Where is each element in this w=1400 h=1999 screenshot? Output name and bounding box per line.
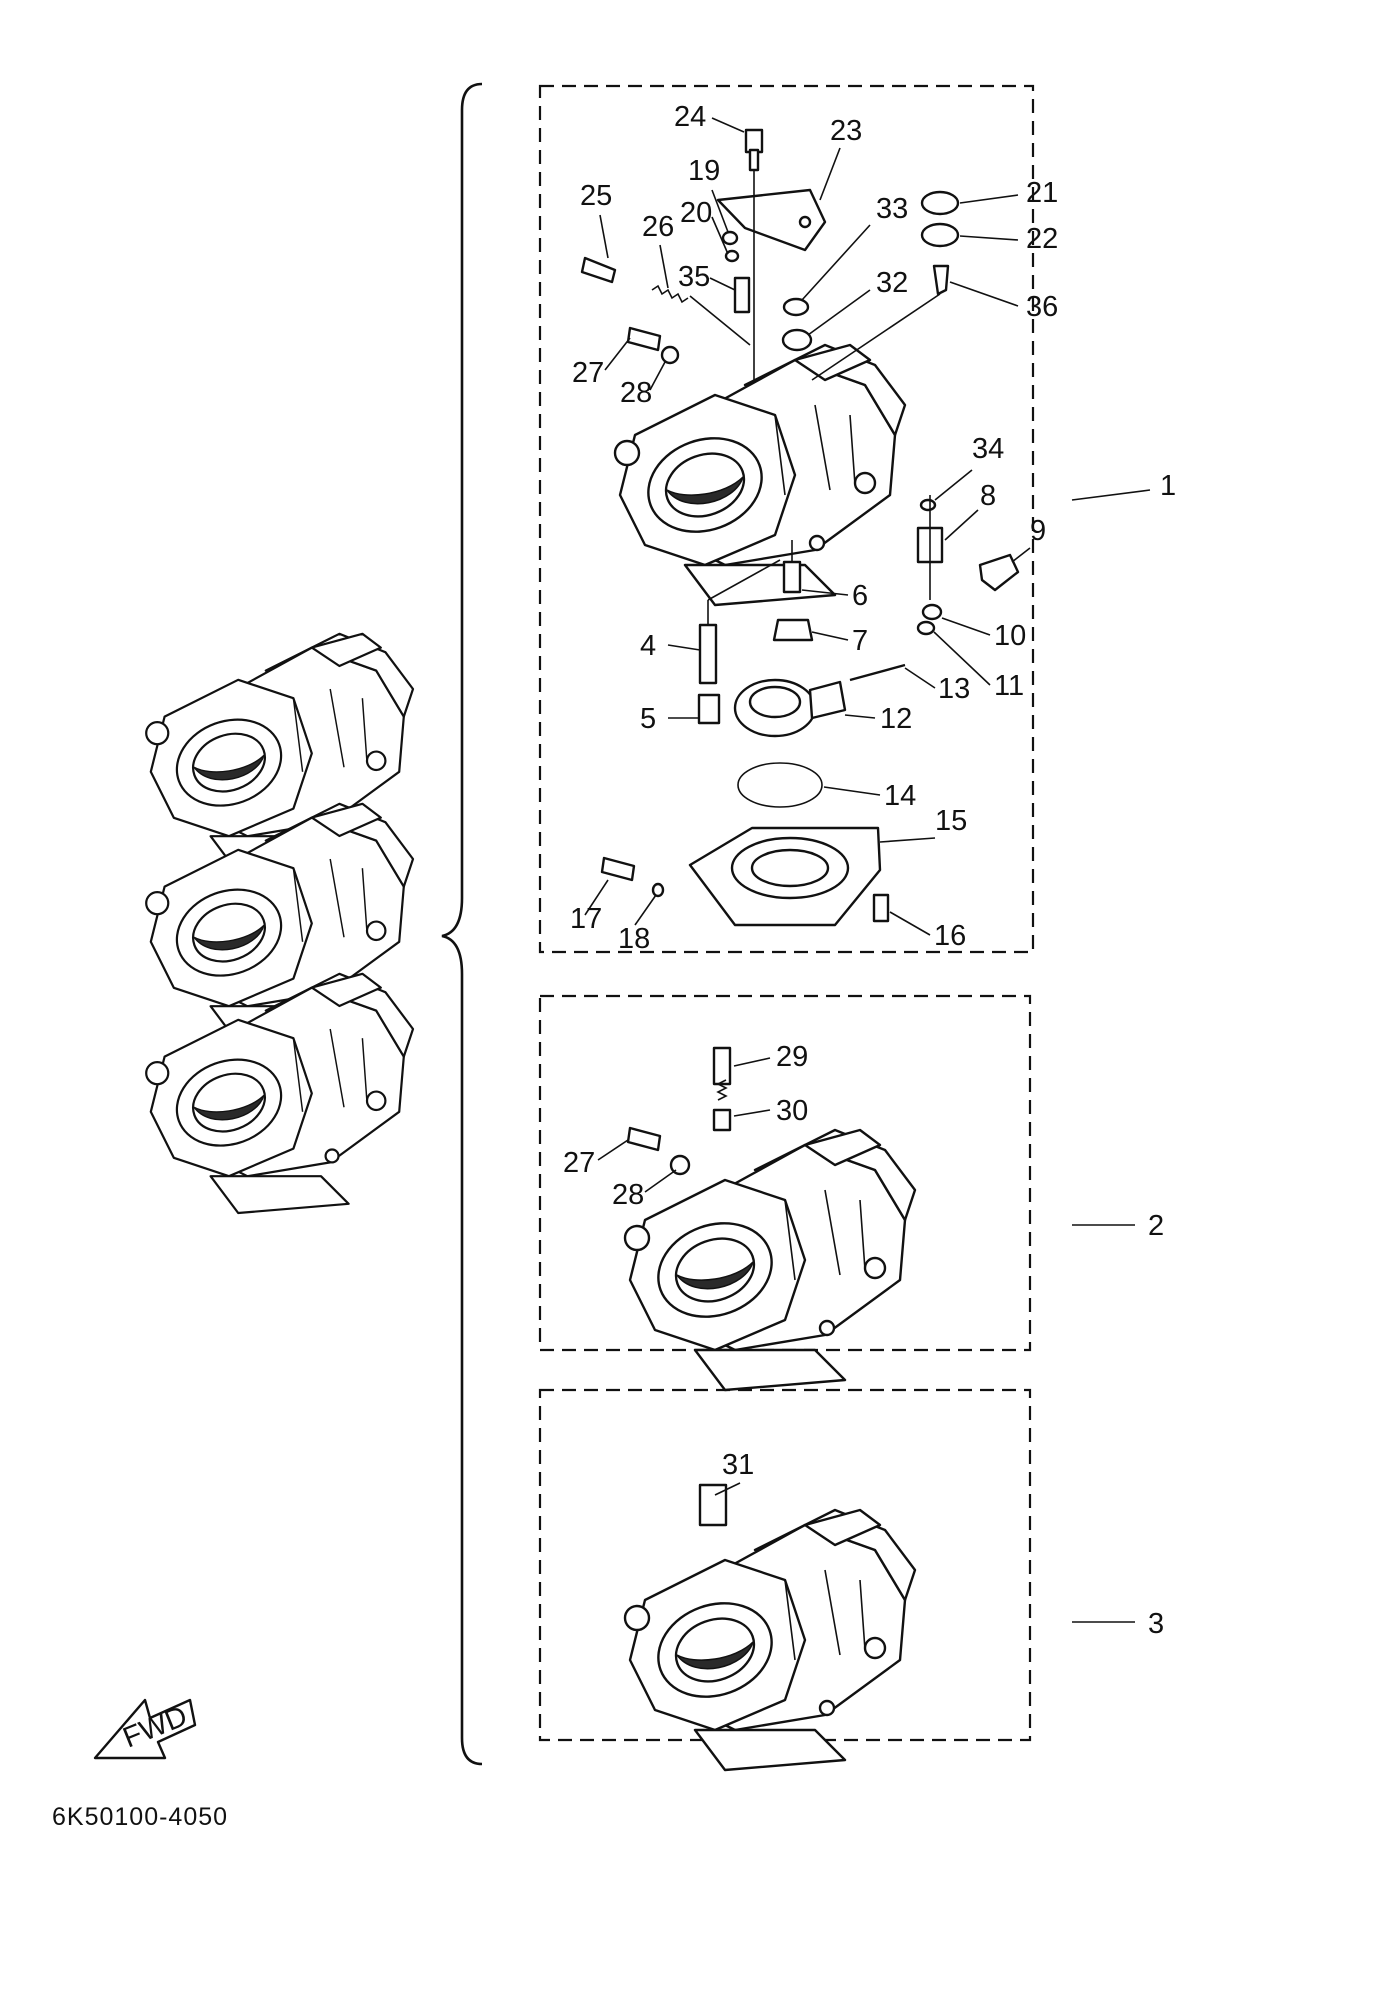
callout-number-30: 30 <box>776 1095 808 1127</box>
callout-number-32: 32 <box>876 267 908 299</box>
callout-leader-28 <box>644 1169 677 1193</box>
callout-leader-34 <box>934 469 973 501</box>
carburetor-stack-illustration <box>145 632 415 1215</box>
callout-number-16: 16 <box>934 920 966 952</box>
callout-number-25: 25 <box>580 180 612 212</box>
callout-number-7: 7 <box>852 625 868 657</box>
callout-leader-1 <box>1071 489 1151 501</box>
callout-leader-13 <box>904 667 936 689</box>
callout-number-9: 9 <box>1030 515 1046 547</box>
callout-number-21: 21 <box>1026 177 1058 209</box>
callout-number-3: 3 <box>1148 1608 1164 1640</box>
callout-leader-27 <box>604 337 631 371</box>
callout-leader-8 <box>944 509 979 541</box>
callout-number-19: 19 <box>688 155 720 187</box>
callout-leader-14 <box>823 786 881 796</box>
callout-number-36: 36 <box>1026 291 1058 323</box>
callout-leader-12 <box>844 714 876 719</box>
callout-number-6: 6 <box>852 580 868 612</box>
callout-number-5: 5 <box>640 703 656 735</box>
callout-leader-24 <box>711 117 745 133</box>
callout-number-17: 17 <box>570 903 602 935</box>
diagram-code: 6K50100-4050 <box>52 1803 228 1831</box>
callout-number-15: 15 <box>935 805 967 837</box>
callout-leader-6 <box>801 589 849 596</box>
assembly-box-1 <box>538 84 1035 954</box>
callout-number-27: 27 <box>563 1147 595 1179</box>
callout-number-24: 24 <box>674 101 706 133</box>
callout-number-23: 23 <box>830 115 862 147</box>
callout-leader-4 <box>667 644 701 651</box>
callout-number-12: 12 <box>880 703 912 735</box>
callout-leader-27 <box>597 1139 629 1161</box>
callout-number-8: 8 <box>980 480 996 512</box>
callout-number-31: 31 <box>722 1449 754 1481</box>
carburetor-1-body <box>613 343 907 607</box>
callout-number-34: 34 <box>972 433 1004 465</box>
callout-leader-26 <box>659 244 669 289</box>
callout-number-10: 10 <box>994 620 1026 652</box>
callout-leader-28 <box>649 361 666 391</box>
callout-number-29: 29 <box>776 1041 808 1073</box>
callout-leader-7 <box>811 631 849 641</box>
callout-number-1: 1 <box>1160 470 1176 502</box>
callout-number-13: 13 <box>938 673 970 705</box>
callout-leader-16 <box>889 911 931 936</box>
callout-leader-22 <box>959 235 1019 241</box>
forward-arrow-icon: FWD <box>93 1698 197 1760</box>
callout-number-14: 14 <box>884 780 916 812</box>
callout-leader-32 <box>807 289 871 336</box>
callout-number-33: 33 <box>876 193 908 225</box>
box-1-parts <box>580 128 1020 927</box>
callout-number-4: 4 <box>640 630 656 662</box>
callout-number-26: 26 <box>642 211 674 243</box>
callout-layer: 1234567891011121314151617181920212223242… <box>563 101 1176 1640</box>
carburetor-3-body <box>623 1508 917 1772</box>
callout-leader-18 <box>634 894 657 926</box>
callout-leader-29 <box>733 1057 771 1067</box>
callout-leader-19 <box>711 189 729 233</box>
callout-number-11: 11 <box>994 670 1024 702</box>
callout-number-28: 28 <box>620 377 652 409</box>
box-2-parts <box>626 1046 732 1176</box>
callout-number-22: 22 <box>1026 223 1058 255</box>
assembly-brace <box>441 82 483 1766</box>
callout-leader-10 <box>941 617 991 636</box>
callout-leader-21 <box>959 194 1019 204</box>
callout-number-2: 2 <box>1148 1210 1164 1242</box>
callout-number-27: 27 <box>572 357 604 389</box>
callout-number-28: 28 <box>612 1179 644 1211</box>
callout-leader-25 <box>599 214 609 259</box>
callout-leader-31 <box>714 1482 741 1496</box>
callout-number-35: 35 <box>678 261 710 293</box>
callout-leader-35 <box>709 277 736 291</box>
callout-leader-33 <box>801 224 871 301</box>
callout-number-18: 18 <box>618 923 650 955</box>
callout-leader-30 <box>733 1109 771 1117</box>
callout-leader-17 <box>584 879 609 916</box>
callout-leader-11 <box>933 631 991 686</box>
callout-leader-15 <box>879 837 936 843</box>
callout-leader-9 <box>1011 547 1031 563</box>
callout-number-20: 20 <box>680 197 712 229</box>
callout-leader-36 <box>949 281 1019 307</box>
callout-leader-23 <box>819 147 841 201</box>
callout-leader-20 <box>711 216 729 255</box>
